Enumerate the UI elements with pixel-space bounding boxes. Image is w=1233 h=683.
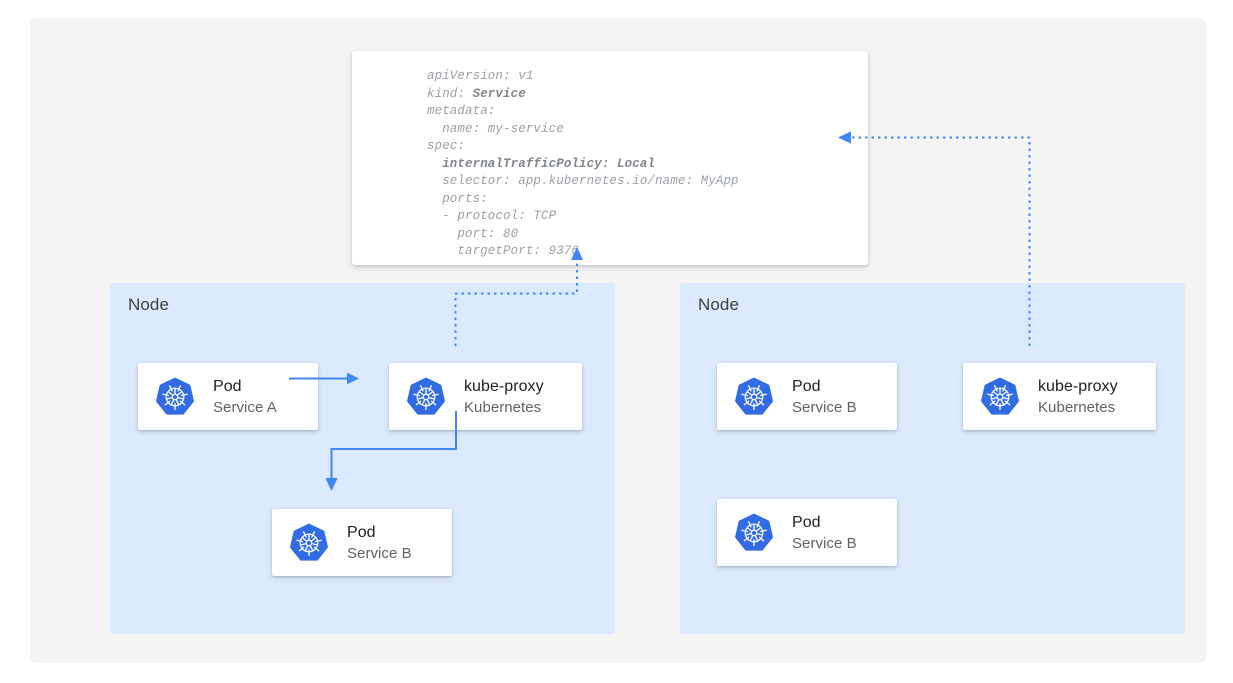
kubernetes-logo-icon — [407, 377, 445, 415]
node-container-left: Node — [110, 283, 615, 634]
kubernetes-logo-icon — [735, 377, 773, 415]
card-title: Pod — [213, 377, 242, 395]
card-title: Pod — [347, 523, 376, 541]
manifest-line: selector: app.kubernetes.io/name: MyApp — [427, 174, 739, 189]
kubernetes-logo-icon — [290, 523, 328, 561]
kubernetes-logo-icon — [155, 377, 195, 417]
manifest-line: name: my-service — [427, 121, 564, 136]
kubernetes-logo-icon — [156, 377, 194, 415]
card-title: kube-proxy — [1038, 377, 1118, 395]
card-pod-service-b-right-top[interactable]: Pod Service B — [717, 363, 897, 430]
kubernetes-logo-icon — [406, 377, 446, 417]
manifest-line: - protocol: TCP — [427, 209, 557, 224]
card-subtitle: Service B — [792, 398, 857, 416]
manifest-line: port: 80 — [427, 226, 519, 241]
card-title: Pod — [792, 513, 821, 531]
manifest-line-emphasis: Service — [472, 86, 526, 101]
card-pod-service-b-right-bottom[interactable]: Pod Service B — [717, 499, 897, 566]
manifest-line: kind: Service — [427, 86, 526, 101]
node-label-left: Node — [128, 295, 170, 314]
card-subtitle: Kubernetes — [464, 398, 542, 416]
card-title: Pod — [792, 377, 821, 395]
kubernetes-logo-icon — [981, 377, 1019, 415]
manifest-line: spec: — [427, 139, 466, 154]
manifest-line: apiVersion: v1 — [427, 69, 534, 83]
manifest-line: internalTrafficPolicy: Local — [427, 156, 656, 171]
node-label-right: Node — [698, 295, 740, 314]
node-container-right: Node — [680, 283, 1185, 634]
kubernetes-logo-icon — [980, 377, 1020, 417]
manifest-line: ports: — [427, 191, 488, 206]
diagram-canvas: apiVersion: v1 kind: Service metadata: nam… — [30, 18, 1206, 663]
card-pod-service-a[interactable]: Pod Service A — [138, 363, 318, 430]
service-manifest-code: apiVersion: v1 kind: Service metadata: nam… — [427, 68, 739, 261]
kubernetes-logo-icon — [734, 513, 774, 553]
card-pod-service-b-left[interactable]: Pod Service B — [272, 509, 452, 576]
card-subtitle: Service B — [347, 544, 412, 562]
service-manifest-card: apiVersion: v1 kind: Service metadata: nam… — [352, 51, 868, 265]
card-subtitle: Service A — [213, 398, 277, 416]
kubernetes-logo-icon — [734, 377, 774, 417]
kubernetes-logo-icon — [289, 523, 329, 563]
card-kube-proxy-right[interactable]: kube-proxy Kubernetes — [963, 363, 1156, 430]
card-subtitle: Kubernetes — [1038, 398, 1116, 416]
card-subtitle: Service B — [792, 534, 857, 552]
manifest-line: targetPort: 9376 — [427, 244, 580, 259]
card-kube-proxy-left[interactable]: kube-proxy Kubernetes — [389, 363, 582, 430]
manifest-line: metadata: — [427, 104, 496, 119]
kubernetes-logo-icon — [735, 513, 773, 551]
card-title: kube-proxy — [464, 377, 544, 395]
